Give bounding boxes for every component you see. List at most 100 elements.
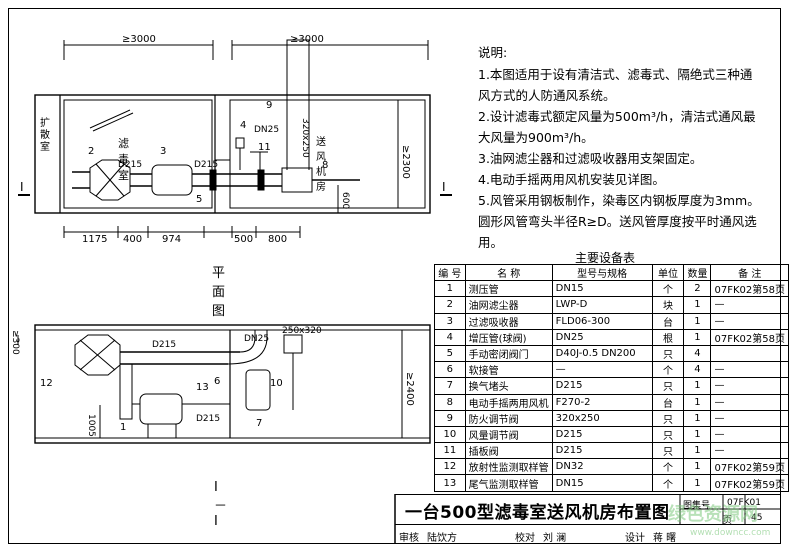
- section-dim-1005: 1005: [86, 414, 96, 437]
- atlas-label: 图集号: [683, 501, 711, 511]
- plan-label-dn25: DN25: [254, 125, 280, 135]
- table-cell: F270-2: [551, 393, 653, 411]
- table-cell: 1: [683, 296, 712, 314]
- note-line: 4.电动手摇两用风机安装见详图。: [478, 172, 665, 187]
- table-cell: 风量调节阀: [464, 425, 553, 444]
- table-cell: —: [710, 312, 789, 330]
- table-cell: —: [710, 377, 789, 395]
- table-cell: 07FK02第59页: [710, 458, 789, 476]
- plan-callout-8: 8: [322, 160, 329, 171]
- table-cell: 插板阀: [464, 442, 553, 460]
- table-cell: —: [551, 361, 653, 379]
- section-dim-right: ≥2400: [404, 372, 415, 406]
- table-cell: 07FK02第59页: [710, 474, 789, 492]
- plan-section-mark-left: I: [20, 180, 24, 194]
- table-cell: 7: [434, 377, 466, 395]
- sign-design-name: 蒋 曙: [653, 533, 677, 544]
- table-cell: 9: [434, 409, 466, 427]
- table-cell: DN32: [551, 458, 653, 476]
- section-callout-12: 12: [40, 378, 53, 389]
- table-cell: 1: [683, 442, 712, 460]
- plan-dim-duct: 320x250: [300, 118, 310, 158]
- plan-room-label: 滤毒室: [118, 137, 129, 182]
- table-cell: 手动密闭阀门: [464, 344, 553, 363]
- table-cell: 台: [651, 312, 685, 330]
- note-line: 圆形风管弯头半径R≥D。送风管厚度按平时通风选: [478, 214, 757, 229]
- table-cell: D215: [551, 442, 653, 460]
- section-label-duct: 250x320: [282, 326, 322, 336]
- page-label: 页: [723, 516, 733, 526]
- signature-row: 审核 陆饮方 校对 刘 澜 设计 蒋 曙: [395, 524, 781, 545]
- table-cell: 过滤吸收器: [464, 312, 553, 330]
- section-label-dn25: DN25: [244, 334, 270, 344]
- table-cell: 2: [434, 296, 466, 314]
- plan-dim-500: 500: [234, 234, 254, 245]
- table-cell: 4: [683, 344, 712, 363]
- table-cell: —: [710, 409, 789, 427]
- table-cell: —: [710, 296, 789, 314]
- table-cell: —: [710, 442, 789, 460]
- table-cell: DN15: [551, 474, 653, 492]
- table-cell: 块: [651, 296, 685, 314]
- table-cell: 放射性监测取样管: [464, 458, 553, 476]
- table-cell: 换气堵头: [464, 377, 553, 395]
- table-header-row: 编 号 名 称 型号与规格 单位 数量 备 注: [434, 263, 789, 282]
- table-cell: 1: [683, 474, 712, 492]
- page-number: 45: [751, 513, 763, 523]
- table-cell: 1: [683, 377, 712, 395]
- drawing-title: 一台500型滤毒室送风机房布置图: [405, 503, 670, 523]
- section-callout-10: 10: [270, 378, 283, 389]
- plan-dim-974: 974: [162, 234, 182, 245]
- table-cell: DN15: [551, 280, 653, 298]
- table-cell: 3: [434, 312, 466, 330]
- plan-callout-2: 2: [88, 146, 95, 157]
- section-dim-left: ≥300: [10, 330, 20, 355]
- watermark-url: www.downcc.com: [690, 528, 771, 538]
- table-cell: 台: [651, 393, 685, 411]
- note-line: 2.设计滤毒式额定风量为500m³/h，清洁式通风最: [478, 109, 756, 124]
- table-cell: 8: [434, 393, 466, 411]
- table-cell: 1: [683, 393, 712, 411]
- table-cell: 根: [651, 328, 685, 346]
- table-cell: 只: [651, 377, 685, 395]
- plan-dim-400: 400: [123, 234, 143, 245]
- table-cell: 320x250: [551, 409, 653, 427]
- plan-dim-1175: 1175: [82, 234, 108, 245]
- table-cell: 13: [434, 474, 466, 492]
- plan-callout-11: 11: [258, 142, 271, 153]
- table-cell: 只: [651, 442, 685, 460]
- note-line: 风方式的人防通风系统。: [478, 88, 616, 103]
- plan-callout-9: 9: [266, 100, 273, 111]
- table-cell: 2: [683, 280, 712, 298]
- notes-block: 说明: 1.本图适用于设有清洁式、滤毒式、隔绝式三种通 风方式的人防通风系统。 …: [478, 42, 778, 253]
- table-cell: 电动手摇两用风机: [464, 393, 553, 411]
- section-view: [17, 324, 431, 444]
- table-cell: 尾气监测取样管: [464, 474, 553, 492]
- plan-callout-3: 3: [160, 146, 167, 157]
- watermark-logo: 绿色资源网: [668, 504, 758, 525]
- table-cell: —: [710, 393, 789, 411]
- table-header: 型号与规格: [551, 263, 653, 282]
- table-header: 备 注: [710, 263, 789, 282]
- table-cell: 增压管(球阀): [464, 328, 553, 346]
- table-cell: 1: [683, 425, 712, 444]
- plan-dim-800: 800: [268, 234, 288, 245]
- plan-fan-room-label: 送风机房: [316, 137, 326, 193]
- plan-section-mark-right: I: [442, 180, 446, 194]
- note-line: 5.风管采用钢板制作，染毒区内钢板厚度为3mm。: [478, 193, 760, 208]
- plan-expansion-label: 扩散室: [40, 118, 50, 153]
- table-cell: DN25: [551, 328, 653, 346]
- sign-check-label: 校对: [515, 533, 535, 544]
- table-cell: D40J-0.5 DN200: [551, 344, 653, 363]
- plan-dim-top-left: ≥3000: [122, 34, 156, 45]
- sign-design-label: 设计: [625, 533, 645, 544]
- note-line: 大风量为900m³/h。: [478, 130, 594, 145]
- table-cell: 4: [683, 361, 712, 379]
- table-cell: 软接管: [464, 361, 553, 379]
